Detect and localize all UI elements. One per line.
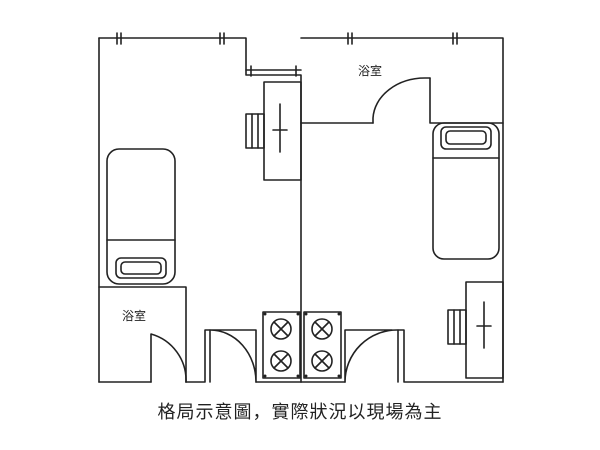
right-bathroom-wall xyxy=(300,77,504,124)
left-bathroom-wall xyxy=(98,286,187,383)
right-unit-outer-wall xyxy=(300,37,504,383)
floor-plan-caption: 格局示意圖，實際狀況以現場為主 xyxy=(157,402,443,423)
right-bathroom-label: 浴室 xyxy=(358,63,382,78)
right-desk xyxy=(447,281,504,379)
left-bathroom-door xyxy=(150,333,187,383)
right-bathroom-door xyxy=(372,77,431,124)
window-marks xyxy=(116,32,458,45)
right-bed xyxy=(432,122,500,260)
left-desk xyxy=(245,81,302,181)
left-bed xyxy=(106,148,176,285)
left-bathroom-label: 浴室 xyxy=(122,308,146,323)
left-stove xyxy=(262,311,301,379)
right-entry-door xyxy=(344,329,399,383)
right-stove xyxy=(303,311,342,379)
right-unit-south-wall-east xyxy=(397,329,504,383)
balcony-railing xyxy=(245,65,302,77)
stove-dots xyxy=(263,312,341,378)
left-unit-south-wall-mid xyxy=(185,329,211,383)
left-entry-door xyxy=(209,329,257,383)
